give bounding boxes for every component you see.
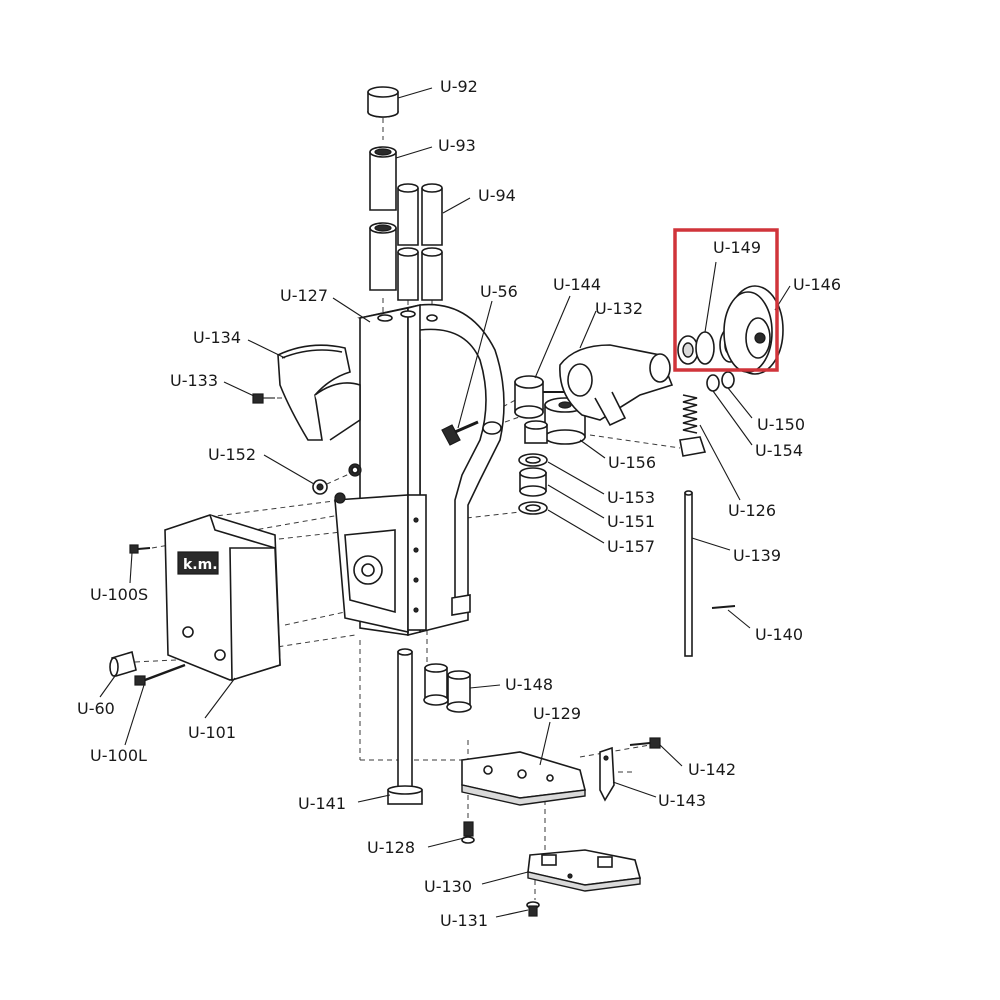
part-u154-ring — [706, 374, 720, 392]
callout-u101: U-101 — [188, 723, 236, 742]
part-u153-washer — [518, 453, 548, 467]
callout-u56: U-56 — [480, 282, 518, 301]
callout-u151: U-151 — [607, 512, 655, 531]
callout-u141: U-141 — [298, 794, 346, 813]
callout-u139: U-139 — [733, 546, 781, 565]
callout-u142: U-142 — [688, 760, 736, 779]
callout-u129: U-129 — [533, 704, 581, 723]
callout-u130: U-130 — [424, 877, 472, 896]
callout-u148: U-148 — [505, 675, 553, 694]
part-u60-knob — [109, 650, 137, 678]
callout-u154: U-154 — [755, 441, 803, 460]
callout-u156: U-156 — [608, 453, 656, 472]
callout-u126: U-126 — [728, 501, 776, 520]
part-u94-tubes — [397, 183, 443, 301]
part-u141-shaft — [387, 648, 423, 805]
part-u100s-screw — [129, 544, 151, 554]
callout-u152: U-152 — [208, 445, 256, 464]
callout-labels: U-92 U-93 U-94 U-127 U-56 U-144 U-132 U-… — [77, 77, 841, 930]
callout-u94: U-94 — [478, 186, 516, 205]
callout-u93: U-93 — [438, 136, 476, 155]
part-u129-plate — [461, 751, 586, 806]
callout-u133: U-133 — [170, 371, 218, 390]
part-u157-washer — [518, 501, 548, 515]
callout-u150: U-150 — [757, 415, 805, 434]
part-u100l-screw — [134, 663, 186, 686]
callout-u157: U-157 — [607, 537, 655, 556]
part-u92-cap — [367, 86, 399, 118]
part-u144-gear — [514, 375, 620, 419]
part-u126-spring — [679, 394, 707, 457]
part-u131-screw — [526, 901, 540, 917]
callout-u128: U-128 — [367, 838, 415, 857]
part-u101-side-cover: k.m. — [164, 514, 281, 682]
callout-u100l: U-100L — [90, 746, 147, 765]
callout-u143: U-143 — [658, 791, 706, 810]
callout-u92: U-92 — [440, 77, 478, 96]
callout-u127: U-127 — [280, 286, 328, 305]
part-u130-base — [527, 849, 642, 892]
part-u134-cover — [277, 344, 361, 441]
part-u139-rod — [684, 490, 693, 657]
callout-u146: U-146 — [793, 275, 841, 294]
part-u142-screw — [629, 737, 661, 749]
callout-u144: U-144 — [553, 275, 601, 294]
part-u56-screw — [441, 420, 479, 446]
part-u132-arm — [559, 344, 674, 427]
callout-u140: U-140 — [755, 625, 803, 644]
part-u93-tubes — [369, 146, 397, 291]
cover-logo: k.m. — [183, 557, 218, 573]
part-u148-gears — [423, 663, 472, 713]
callout-u149: U-149 — [713, 238, 761, 257]
part-u152-washer — [312, 479, 328, 495]
callout-u153: U-153 — [607, 488, 655, 507]
part-u133-screw — [252, 393, 275, 404]
part-u150-ring — [721, 371, 735, 389]
part-u127-frame — [334, 303, 505, 637]
callout-u134: U-134 — [193, 328, 241, 347]
part-u140-pin — [711, 605, 736, 609]
part-u146-wheel — [723, 285, 784, 375]
part-u151-gear — [519, 467, 547, 497]
callout-u131: U-131 — [440, 911, 488, 930]
callout-u100s: U-100S — [90, 585, 148, 604]
highlight-box-u149 — [673, 228, 779, 372]
callout-u60: U-60 — [77, 699, 115, 718]
callout-u132: U-132 — [595, 299, 643, 318]
part-u128-screw — [461, 821, 475, 844]
part-u143-blade — [599, 746, 615, 802]
